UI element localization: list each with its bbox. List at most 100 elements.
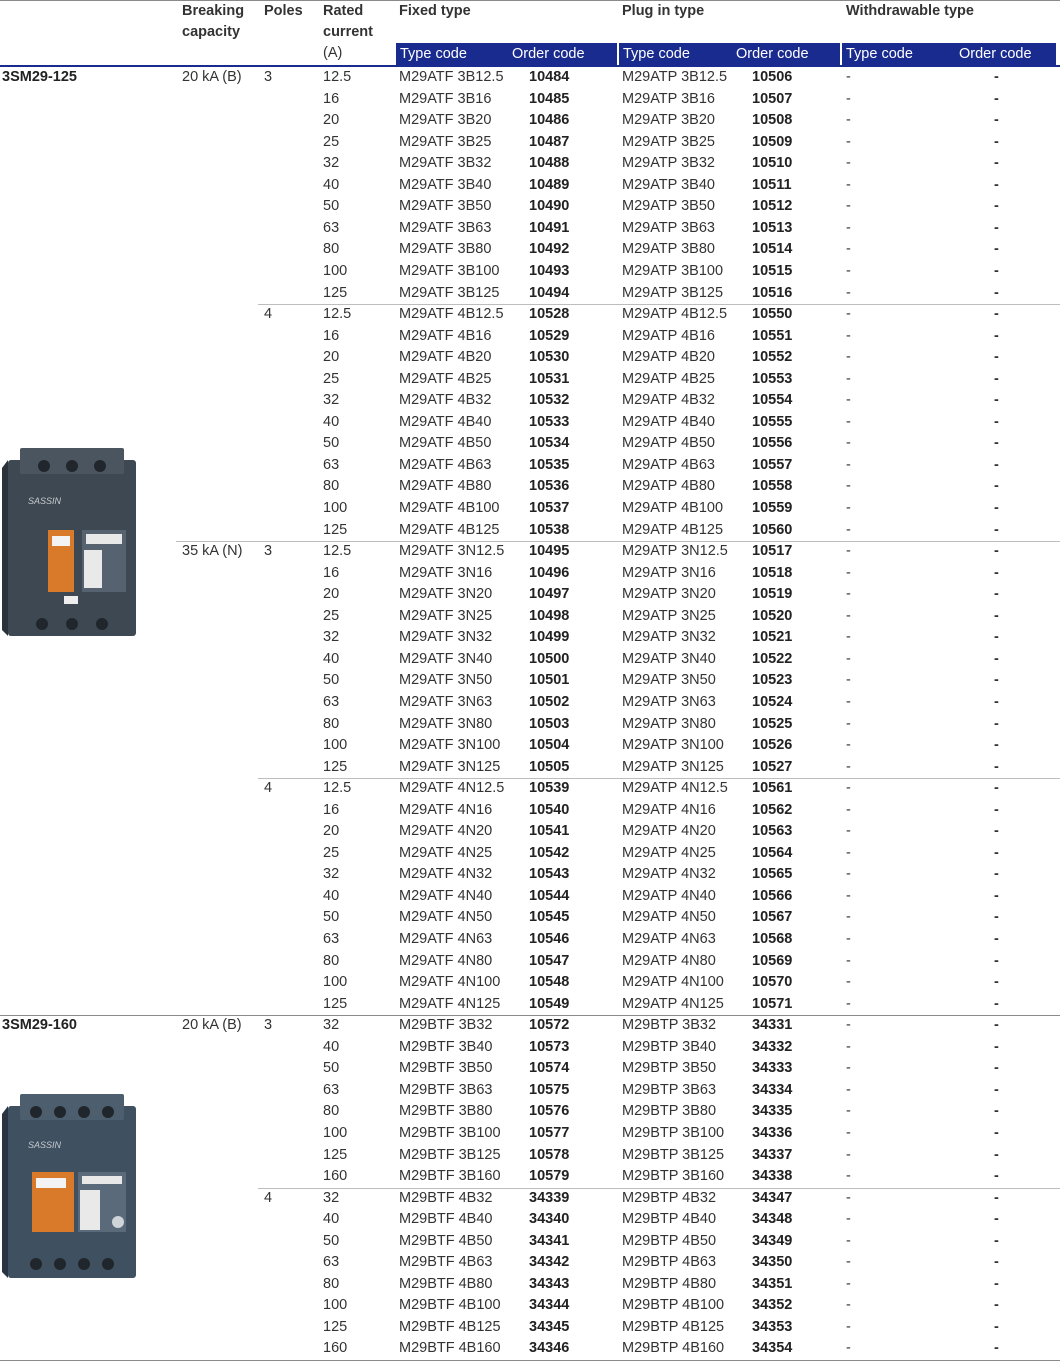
rated-cell: 20 xyxy=(323,349,340,366)
rated-cell: 25 xyxy=(323,607,340,624)
wcode-cell: - xyxy=(994,629,999,646)
pcode-cell: 10568 xyxy=(752,931,793,947)
ptype-cell: M29BTP 3B40 xyxy=(622,1038,717,1055)
ftype-cell: M29BTF 3B100 xyxy=(399,1124,501,1141)
wtype-cell: - xyxy=(846,1124,851,1141)
ftype-cell: M29ATF 3N25 xyxy=(399,607,493,624)
wcode-cell: - xyxy=(994,672,999,689)
ftype-cell: M29BTF 4B80 xyxy=(399,1275,493,1292)
ptype-cell: M29ATP 4N16 xyxy=(622,801,716,818)
breaker-brand-text: SASSIN xyxy=(28,496,62,506)
pcode-cell: 10514 xyxy=(752,241,793,258)
fcode-cell: 10534 xyxy=(529,435,570,452)
pcode-cell: 10557 xyxy=(752,456,793,473)
fcode-cell: 10485 xyxy=(529,90,570,107)
fcode-cell: 10572 xyxy=(529,1017,570,1034)
rated-cell: 80 xyxy=(323,715,340,732)
ptype-cell: M29BTP 4B32 xyxy=(622,1189,717,1206)
fcode-cell: 10528 xyxy=(529,306,570,323)
wcode-cell: - xyxy=(994,370,999,387)
pcode-cell: 34332 xyxy=(752,1038,793,1055)
rated-cell: 12.5 xyxy=(323,780,352,797)
ftype-cell: M29ATF 4N100 xyxy=(399,974,501,991)
ptype-cell: M29BTP 3B125 xyxy=(622,1146,725,1163)
fcode-cell: 10486 xyxy=(529,112,570,129)
wcode-cell: - xyxy=(994,1081,999,1098)
fcode-cell: 10578 xyxy=(529,1146,570,1163)
rated-cell: 16 xyxy=(323,327,340,344)
ptype-cell: M29ATP 3B32 xyxy=(622,155,715,172)
pcode-cell: 10553 xyxy=(752,370,793,387)
ptype-cell: M29ATP 4B63 xyxy=(622,456,715,473)
fcode-cell: 10538 xyxy=(529,521,570,538)
fcode-cell: 10576 xyxy=(529,1103,570,1120)
wcode-cell: - xyxy=(994,931,999,947)
ptype-cell: M29ATP 4B32 xyxy=(622,392,715,409)
plug-type-code-header: Type code xyxy=(623,46,690,62)
wtype-cell: - xyxy=(846,1211,851,1228)
pcode-cell: 34336 xyxy=(752,1124,793,1141)
pcode-cell: 10554 xyxy=(752,392,793,409)
ptype-cell: M29BTP 3B80 xyxy=(622,1103,717,1120)
wcode-cell: - xyxy=(994,693,999,710)
ptype-cell: M29ATP 3N80 xyxy=(622,715,716,732)
wtype-cell: - xyxy=(846,866,851,883)
ptype-cell: M29ATP 4B80 xyxy=(622,478,715,495)
ftype-cell: M29ATF 3B40 xyxy=(399,176,492,193)
fcode-cell: 34341 xyxy=(529,1232,570,1249)
wtype-cell: - xyxy=(846,1297,851,1314)
ftype-cell: M29BTF 4B32 xyxy=(399,1189,493,1206)
fcode-cell: 10541 xyxy=(529,823,570,840)
wtype-cell: - xyxy=(846,112,851,129)
pcode-cell: 34348 xyxy=(752,1211,793,1228)
ftype-cell: M29ATF 3B125 xyxy=(399,284,500,301)
fcode-cell: 10490 xyxy=(529,198,570,215)
wtype-cell: - xyxy=(846,1168,851,1185)
pcode-cell: 10525 xyxy=(752,715,793,732)
fcode-cell: 10529 xyxy=(529,327,570,344)
fcode-cell: 10537 xyxy=(529,500,570,516)
ftype-cell: M29ATF 3B100 xyxy=(399,262,500,279)
pcode-cell: 34334 xyxy=(752,1081,793,1098)
ptype-cell: M29ATP 4B20 xyxy=(622,349,715,366)
rated-cell: 25 xyxy=(323,844,340,861)
wtype-cell: - xyxy=(846,931,851,947)
pcode-cell: 34352 xyxy=(752,1297,793,1314)
rated-cell: 125 xyxy=(323,521,348,538)
ptype-cell: M29ATP 4B25 xyxy=(622,370,715,387)
wcode-cell: - xyxy=(994,1168,999,1185)
ftype-cell: M29ATF 4B12.5 xyxy=(399,306,504,323)
ftype-cell: M29ATF 3N12.5 xyxy=(399,543,505,560)
ptype-cell: M29ATP 4N32 xyxy=(622,866,716,883)
ftype-cell: M29ATF 3N80 xyxy=(399,715,493,732)
rated-cell: 12.5 xyxy=(323,306,352,323)
wcode-cell: - xyxy=(994,607,999,624)
ftype-cell: M29ATF 3B50 xyxy=(399,198,492,215)
group-separator xyxy=(258,778,1060,780)
breaker-image-3sm29-125: SASSIN xyxy=(2,448,136,636)
breaking-capacity-cell: 20 kA (B) xyxy=(182,69,242,85)
ptype-cell: M29ATP 4N20 xyxy=(622,823,716,840)
fcode-cell: 10487 xyxy=(529,133,570,150)
pcode-cell: 34347 xyxy=(752,1189,793,1206)
ftype-cell: M29ATF 4B25 xyxy=(399,370,492,387)
wcode-cell: - xyxy=(994,1189,999,1206)
wtype-cell: - xyxy=(846,327,851,344)
wtype-cell: - xyxy=(846,198,851,215)
ptype-cell: M29BTP 4B50 xyxy=(622,1232,717,1249)
ptype-cell: M29ATP 3N12.5 xyxy=(622,543,728,560)
fcode-cell: 10548 xyxy=(529,974,570,991)
plug-subheader-bar: Type code Order code xyxy=(619,43,840,65)
